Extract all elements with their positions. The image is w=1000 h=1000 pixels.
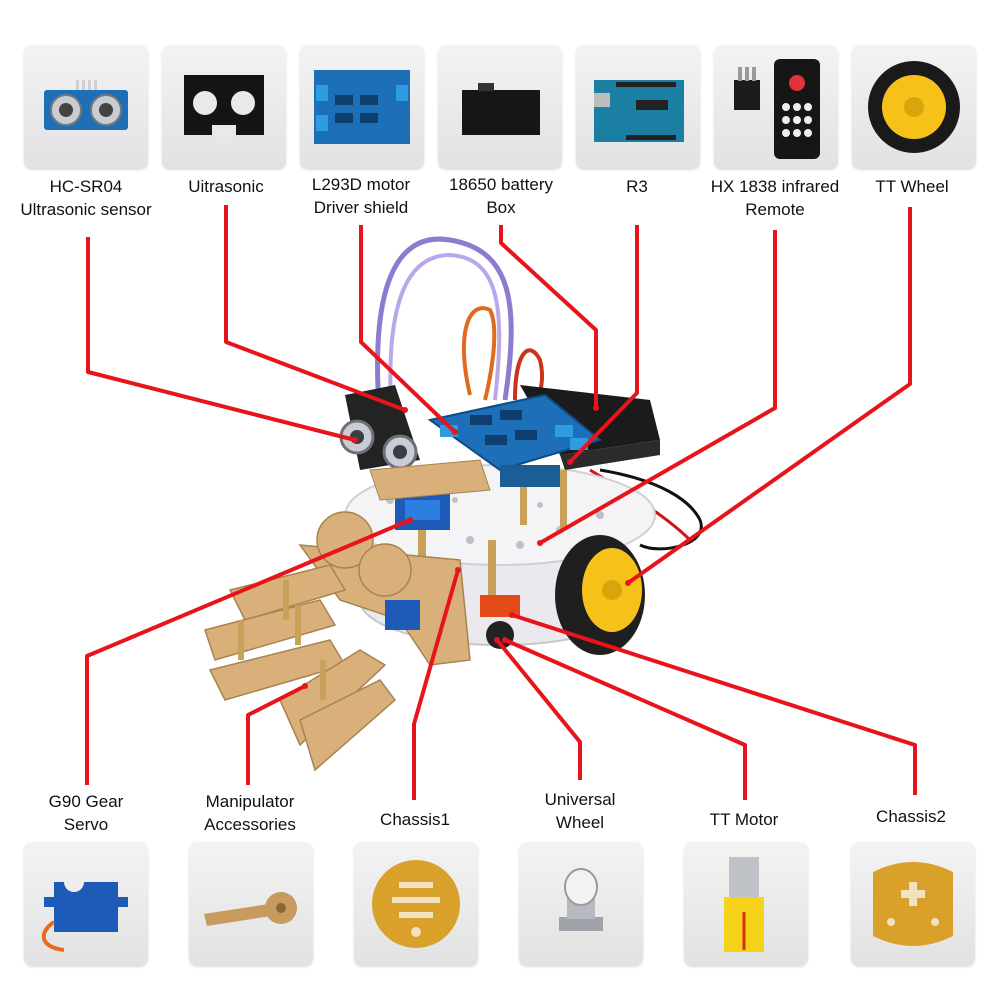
- chassis-plate-icon: [873, 862, 953, 946]
- leader-motor-driver-shield: [359, 225, 457, 434]
- leader-universal-wheel-endpoint: [494, 637, 500, 643]
- leader-ultrasonic-sensor: [86, 237, 356, 442]
- leader-manipulator-accessories-endpoint: [302, 683, 308, 689]
- leader-ultrasonic-sensor-endpoint: [352, 437, 358, 443]
- leader-ultrasonic-bracket-endpoint: [402, 407, 408, 413]
- motor-driver-shield-tile: [300, 45, 424, 169]
- chassis2-tile: [851, 842, 975, 966]
- battery-box-icon: [462, 83, 540, 135]
- wheel-icon: [868, 61, 960, 153]
- ultrasonic-sensor-tile: [24, 45, 148, 169]
- leader-battery-box-endpoint: [593, 405, 599, 411]
- label-ultrasonic-bracket: Uitrasonic: [188, 177, 264, 196]
- label-tt-wheel: TT Wheel: [875, 177, 949, 196]
- leader-chassis1: [412, 569, 460, 800]
- leader-tt-wheel: [626, 207, 912, 585]
- tt-motor-tile: [684, 842, 808, 966]
- leader-r3-board-endpoint: [567, 459, 573, 465]
- servo-icon: [41, 872, 128, 952]
- ultrasonic-sensor-icon: [44, 80, 128, 130]
- r3-board-tile: [576, 45, 700, 169]
- leader-manipulator-accessories: [246, 684, 306, 785]
- manipulator-accessories-tile: [189, 842, 313, 966]
- label-chassis1: Chassis1: [380, 810, 450, 829]
- label-r3-board: R3: [626, 177, 648, 196]
- leader-chassis1-endpoint: [455, 567, 461, 573]
- leader-chassis2: [511, 613, 917, 795]
- leader-universal-wheel: [495, 638, 582, 780]
- bracket-icon: [184, 75, 264, 137]
- leader-battery-box: [499, 225, 598, 408]
- leader-r3-board: [568, 225, 639, 464]
- leader-g90-gear-servo: [85, 518, 411, 785]
- leader-tt-motor: [504, 638, 747, 800]
- chassis1-tile: [354, 842, 478, 966]
- universal-wheel-tile: [519, 842, 643, 966]
- leader-ultrasonic-bracket: [224, 205, 406, 412]
- remote-control-icon: [734, 59, 820, 159]
- label-chassis2: Chassis2: [876, 807, 946, 826]
- leader-tt-motor-endpoint: [502, 637, 508, 643]
- gear-arm-icon: [204, 892, 297, 926]
- shield-board-icon: [314, 70, 410, 144]
- microcontroller-board-icon: [594, 80, 684, 142]
- ultrasonic-bracket-tile: [162, 45, 286, 169]
- tt-wheel-tile: [852, 45, 976, 169]
- leader-ir-remote: [539, 230, 777, 545]
- chassis-disc-icon: [372, 860, 460, 948]
- ir-remote-tile: [714, 45, 838, 169]
- leader-chassis2-endpoint: [509, 612, 515, 618]
- label-tt-motor: TT Motor: [709, 810, 779, 829]
- gear-motor-icon: [724, 857, 764, 952]
- g90-gear-servo-tile: [24, 842, 148, 966]
- leader-tt-wheel-endpoint: [625, 580, 631, 586]
- leader-ir-remote-endpoint: [537, 540, 543, 546]
- battery-box-tile: [438, 45, 562, 169]
- leader-motor-driver-shield-endpoint: [452, 429, 458, 435]
- caster-wheel-icon: [559, 868, 603, 931]
- leader-g90-gear-servo-endpoint: [407, 517, 413, 523]
